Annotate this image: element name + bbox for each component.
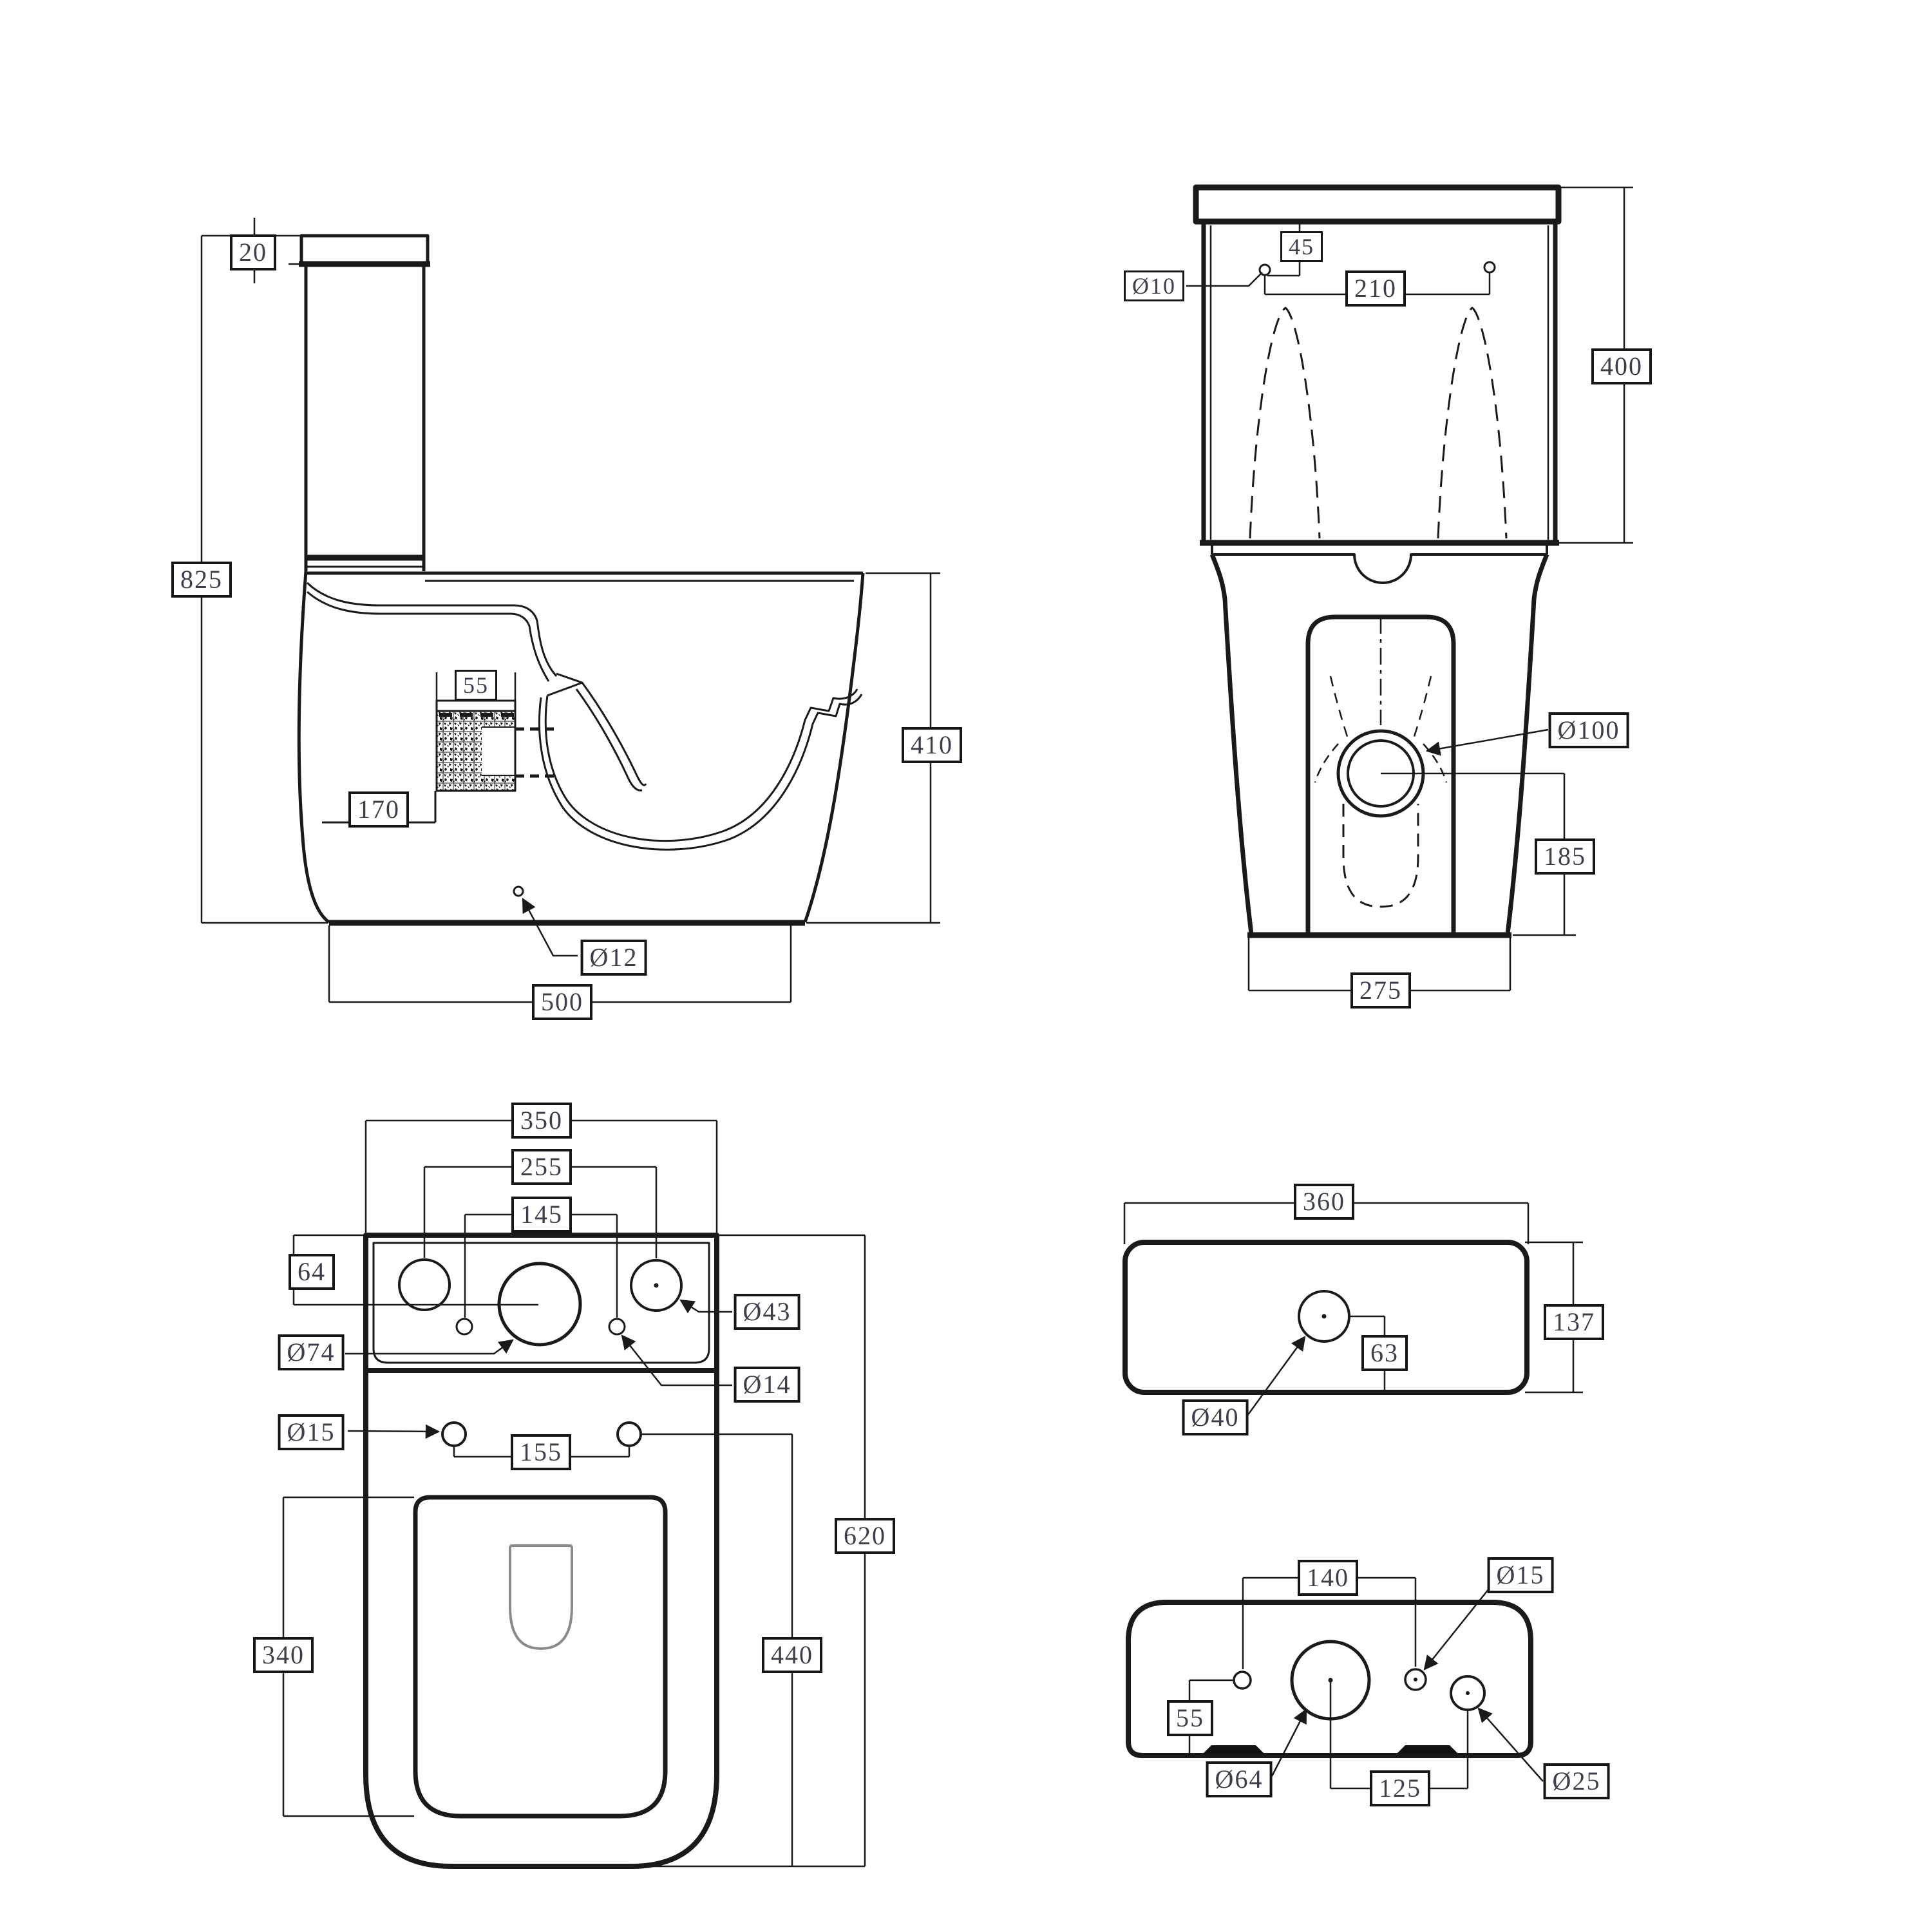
dim-front-hole-spacing: 210 xyxy=(1345,270,1406,307)
dim-back-supply-hole-dia: Ø25 xyxy=(1543,1763,1610,1799)
front-view-drawing xyxy=(1186,184,1633,992)
dim-side-fixing-hole-dia: Ø12 xyxy=(580,940,647,976)
cistern-lid-top-view-drawing xyxy=(1122,1202,1583,1416)
dim-plan-bowl-length: 440 xyxy=(762,1637,822,1673)
dim-side-trap-offset: 55 xyxy=(455,670,497,701)
dim-plan-overall-length: 620 xyxy=(835,1518,895,1554)
dim-plan-tank-width: 350 xyxy=(511,1103,572,1139)
dim-lid-width: 360 xyxy=(1294,1184,1354,1220)
dim-back-lower-hole-spacing: 125 xyxy=(1370,1770,1430,1806)
dim-back-side-hole-offset: 55 xyxy=(1167,1700,1213,1736)
cistern-back-view-drawing xyxy=(1126,1577,1544,1790)
dim-plan-center-hole-dia: Ø74 xyxy=(278,1334,345,1370)
dim-front-lid-hole-dia: Ø10 xyxy=(1124,270,1184,301)
dim-side-overall-depth: 500 xyxy=(532,984,592,1020)
dim-lid-button-offset: 63 xyxy=(1361,1335,1408,1371)
dim-back-upper-hole-spacing: 140 xyxy=(1298,1560,1358,1596)
dim-back-flush-valve-dia: Ø64 xyxy=(1206,1761,1273,1797)
dim-plan-seat-length: 340 xyxy=(253,1637,314,1673)
dim-plan-hole-row-offset: 64 xyxy=(289,1254,335,1290)
dim-plan-seat-bolt-dia: Ø15 xyxy=(278,1414,345,1450)
dim-front-outlet-dia: Ø100 xyxy=(1548,712,1629,748)
dim-plan-side-hole-dia: Ø43 xyxy=(734,1294,800,1330)
dim-side-lid-thickness: 20 xyxy=(230,234,276,270)
side-view-drawing xyxy=(200,218,940,1003)
dim-front-outlet-height: 185 xyxy=(1535,838,1595,875)
dim-plan-seat-bolt-spacing: 155 xyxy=(511,1434,571,1470)
dim-plan-small-hole-dia: Ø14 xyxy=(734,1367,800,1403)
dim-lid-button-hole-dia: Ø40 xyxy=(1182,1399,1249,1435)
dim-side-bowl-height: 410 xyxy=(902,727,962,763)
dim-front-lid-hole-offset: 45 xyxy=(1280,231,1323,262)
dim-front-tank-height: 400 xyxy=(1591,348,1652,384)
dim-back-inlet-hole-dia: Ø15 xyxy=(1487,1557,1554,1593)
dim-front-base-width: 275 xyxy=(1350,972,1411,1009)
dim-lid-depth: 137 xyxy=(1544,1304,1604,1340)
plan-view-drawing xyxy=(282,1119,866,1869)
dim-plan-outer-hole-spacing: 255 xyxy=(511,1149,572,1185)
dim-side-overall-height: 825 xyxy=(171,562,232,598)
dim-side-trap-height: 170 xyxy=(348,791,409,828)
dim-plan-inner-hole-spacing: 145 xyxy=(511,1197,572,1233)
